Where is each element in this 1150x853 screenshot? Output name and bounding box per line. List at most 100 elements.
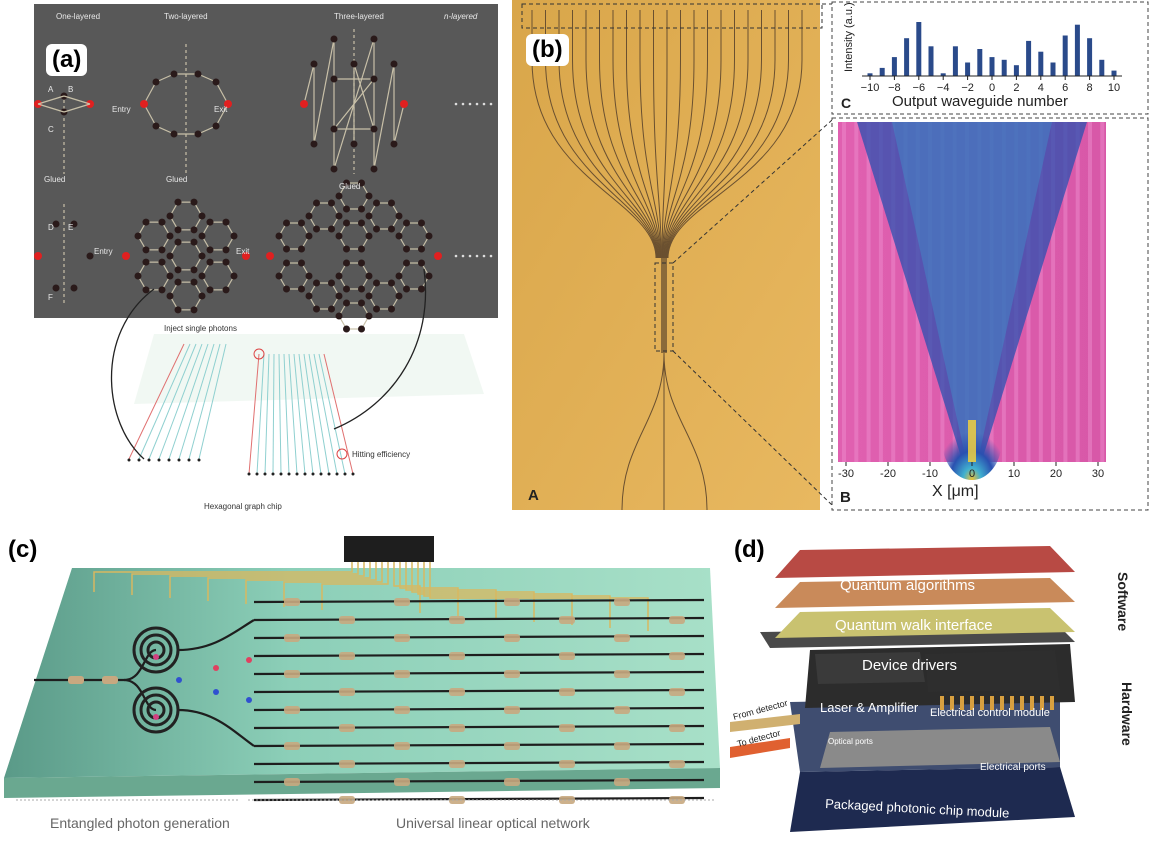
phase-shifter [669,652,685,660]
phase-shifter [504,634,520,642]
graph-node [373,225,380,233]
phase-shifter [504,742,520,750]
phase-shifter [449,760,465,768]
pin [960,696,964,710]
graph-node [198,252,206,260]
node-label-c: C [48,125,54,134]
intensity-bar [977,49,983,76]
phase-shifter [339,724,355,732]
graph-node [403,285,410,293]
phase-shifter [614,670,630,678]
electrical-ports-text: Electrical ports [980,762,1046,773]
waveguide [665,10,749,259]
map-stripe [1038,122,1043,462]
intensity-bar [891,57,897,76]
map-stripe [1100,122,1105,462]
phase-shifter [394,742,410,750]
graph-node [230,232,238,240]
panel-b-label: (b) [526,34,569,66]
graph-node [170,70,178,78]
graph-node [190,238,198,246]
intensity-tick-label: −2 [961,82,974,94]
graph-node [395,292,403,300]
intensity-tick-label: −6 [913,82,926,94]
graph-node [275,272,283,280]
graph-node [275,232,283,240]
waveguide-array [531,10,803,511]
phase-shifter [669,616,685,624]
panel-d-graphics: Quantum algorithms Quantum walk interfac… [730,546,1135,832]
caption-entangled: Entangled photon generation [50,815,230,831]
intensity-bar [1026,40,1032,76]
graph-node [166,292,174,300]
graph-node [330,35,338,43]
waveguide [323,353,354,475]
graph-node [328,305,335,313]
waveguide [253,652,705,658]
graph-node [212,122,220,130]
graph-node [343,245,350,253]
intensity-bar [952,46,958,76]
header-one-layered: One-layered [56,12,100,21]
graph-node [370,75,378,83]
header-two-layered: Two-layered [164,12,208,21]
intensity-tick-label: 10 [1108,82,1120,94]
node-label-d: D [48,223,54,232]
graph-node [388,225,395,233]
graph-node [174,238,182,246]
gold-trace [417,562,573,625]
layer-walk [775,578,1075,608]
graph-node [418,259,425,267]
intensity-bar [1013,65,1019,76]
gold-trace [131,562,359,595]
graph-node [403,245,410,253]
graph-node [313,305,320,313]
waveguide [283,353,290,475]
panel-a: One-layered Two-layered Three-layered n-… [4,4,500,516]
graph-node [343,219,350,227]
electrical-pins [940,696,1054,710]
graph-node [198,212,206,220]
graph-node [370,165,378,173]
control-text: Electrical control module [930,707,1050,719]
chip-caption: Hexagonal graph chip [204,502,282,511]
graph-node [190,266,198,274]
layer-algorithms-text: Quantum algorithms [840,577,975,594]
waveguide [664,10,735,259]
phase-shifter [614,634,630,642]
graph-node [222,246,230,254]
waveguide [626,10,661,259]
node-label-f: F [48,293,53,302]
waveguide [653,10,662,259]
glued-label-1: Glued [44,175,65,184]
graph-node [305,232,313,240]
phase-shifter [449,724,465,732]
pin [950,696,954,710]
graph-node [335,212,343,220]
fiber-in [730,714,800,732]
gold-trace [245,562,377,604]
graph-node [283,285,290,293]
intensity-tick-label: −4 [937,82,950,94]
photonic-chip [820,727,1060,768]
graph-node [358,285,365,293]
graph-node [206,286,214,294]
graph-node [86,252,94,260]
graph-node [298,219,305,227]
entry-exit-node [434,252,442,260]
intensity-bar [1050,62,1056,76]
exit-label-bottom: Exit [236,247,250,256]
intensity-bar [1087,38,1093,76]
graph-node [388,199,395,207]
exit-label-top: Exit [214,105,228,114]
map-tick-label: -10 [922,468,938,480]
phase-shifter [614,598,630,606]
phase-shifter [394,706,410,714]
map-tick-label: -30 [838,468,854,480]
entry-exit-node [400,100,408,108]
waveguide [293,353,306,475]
pin [1020,696,1024,710]
graph-node [330,165,338,173]
node-label-e: E [68,223,73,232]
